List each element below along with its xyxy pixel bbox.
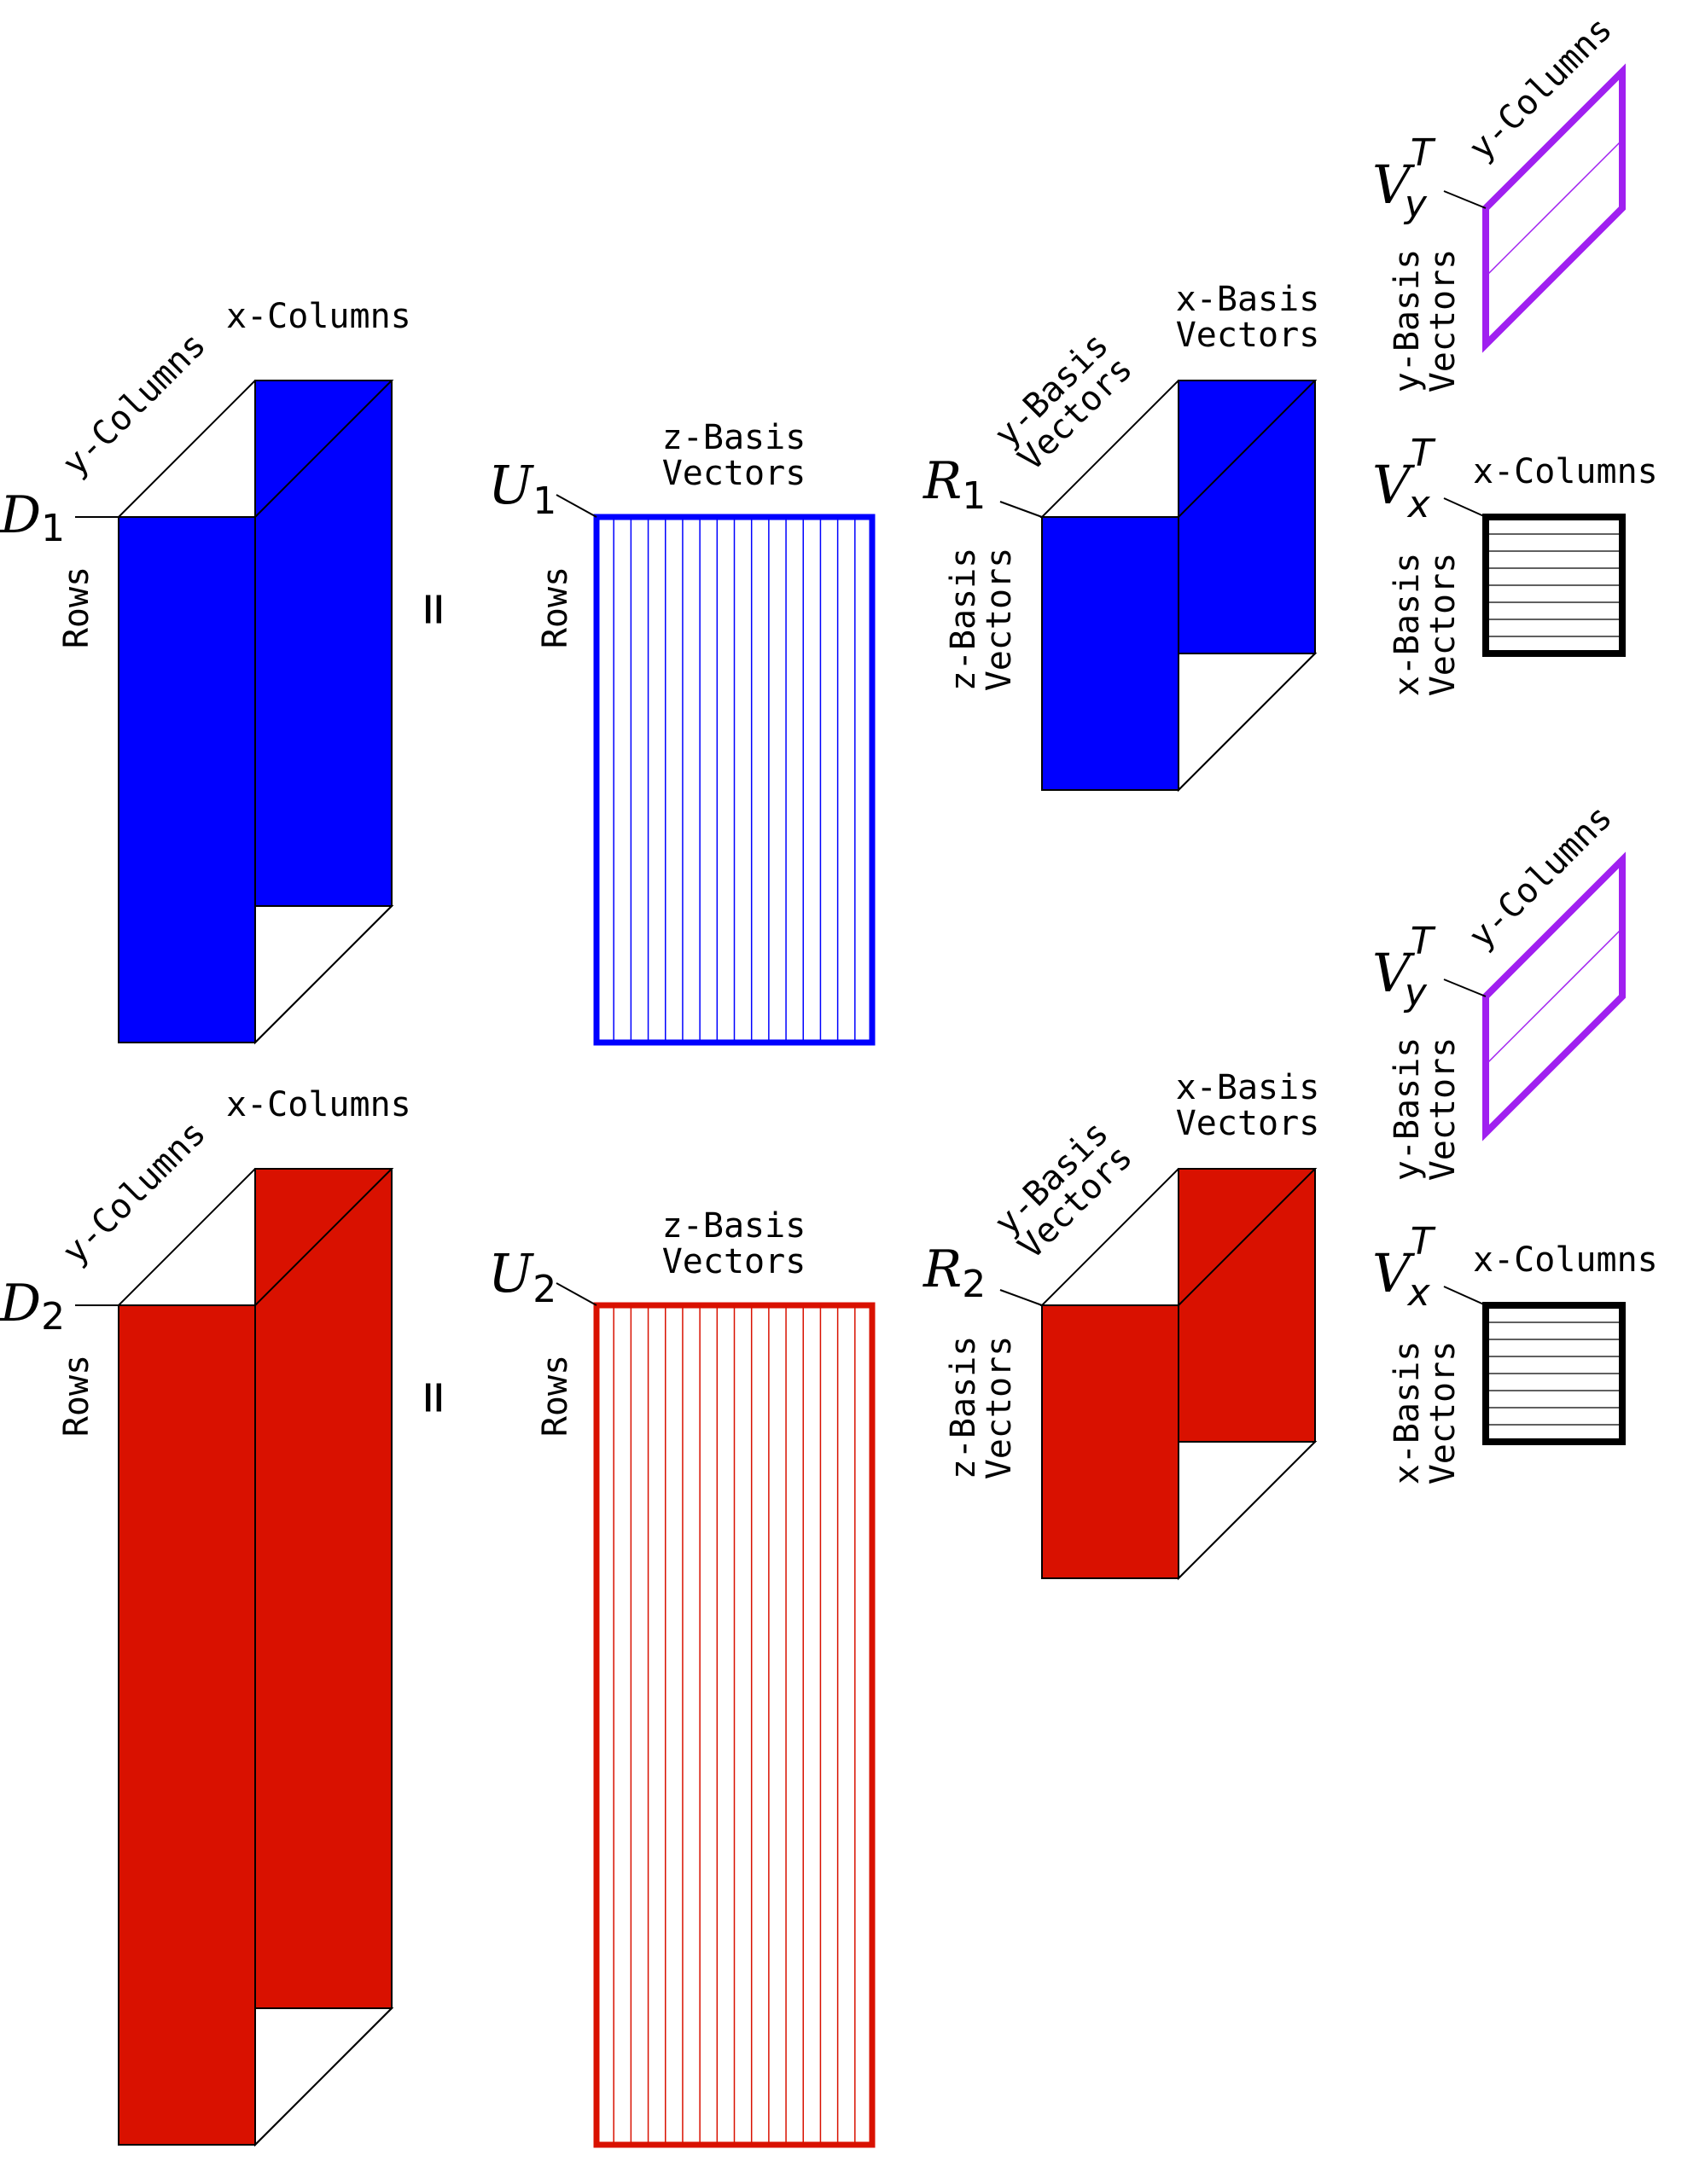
u2-symbol: U2: [488, 1242, 556, 1311]
vyt2-ybasis-label: y-Basis: [1388, 1037, 1427, 1182]
u1-rows-label: Rows: [536, 566, 575, 648]
vyt1-vectors-label: Vectors: [1423, 249, 1463, 393]
d1-rows-label: Rows: [57, 566, 96, 648]
vxt1-xcolumns-label: x-Columns: [1473, 452, 1658, 491]
vyt1-ycolumns-label: y-Columns: [1462, 9, 1621, 168]
matrix-u2: U2 z-Basis Vectors Rows: [488, 1206, 876, 2148]
u1-leader-line: [556, 494, 597, 518]
r1-leader-line: [999, 501, 1043, 518]
vxt2-basis-lines: [1486, 1321, 1622, 1426]
vyt2-frame: [1482, 851, 1626, 1141]
vxt2-vectors-label: Vectors: [1423, 1341, 1463, 1485]
equals-sign-1: =: [401, 593, 464, 626]
tensor-d2: D2 Rows y-Columns x-Columns: [0, 1085, 411, 2147]
decomposition-row-2: D2 Rows y-Columns x-Columns = U2 z-Basis…: [0, 798, 1658, 2148]
vyt2-leader-line: [1443, 979, 1487, 997]
d2-diagonal-bottom-edge: [254, 2007, 393, 2146]
r1-xvectors-label: Vectors: [1176, 316, 1320, 355]
r1-xbasis-label: x-Basis: [1176, 280, 1320, 319]
vyt1-frame: [1482, 63, 1626, 353]
u1-basis-lines: [613, 517, 856, 1043]
vyt1-ybasis-label: y-Basis: [1388, 249, 1427, 393]
r1-diagonal-edge: [1178, 380, 1316, 518]
d2-back-face: [254, 1168, 393, 2009]
d2-diagonal-edge: [254, 1168, 393, 1306]
r1-zbasis-label: z-Basis: [944, 548, 983, 692]
u2-basis-lines: [613, 1305, 856, 2145]
u2-vectors-label: Vectors: [662, 1242, 806, 1281]
r2-front-face: [1041, 1304, 1179, 1579]
u1-vectors-label: Vectors: [662, 454, 806, 493]
d1-symbol: D1: [0, 485, 65, 550]
r2-leader-line: [999, 1289, 1043, 1306]
d1-xcolumns-label: x-Columns: [226, 297, 411, 336]
d2-front-face: [118, 1304, 256, 2146]
r2-xbasis-label: x-Basis: [1176, 1068, 1320, 1107]
r2-symbol: R2: [922, 1240, 986, 1306]
r1-back-face: [1178, 380, 1316, 654]
r1-zvectors-label: Vectors: [980, 548, 1019, 692]
u2-rows-label: Rows: [536, 1355, 575, 1437]
r2-back-face: [1178, 1168, 1316, 1443]
tensor-r1: R1 y-Basis Vectors x-Basis Vectors z-Bas…: [922, 280, 1320, 793]
r1-front-face: [1041, 516, 1179, 791]
vyt1-leader-line: [1443, 190, 1487, 209]
r2-zbasis-label: z-Basis: [944, 1336, 983, 1480]
vxt1-leader-line: [1443, 497, 1487, 518]
vxt2-leader-line: [1443, 1286, 1487, 1306]
d1-diagonal-bottom-edge: [254, 905, 393, 1043]
r2-xvectors-label: Vectors: [1176, 1104, 1320, 1143]
vyt2-vectors-label: Vectors: [1423, 1037, 1463, 1182]
r1-diagonal-bottom-edge: [1178, 653, 1316, 791]
u2-zbasis-label: z-Basis: [662, 1206, 806, 1246]
u1-symbol: U1: [488, 454, 556, 523]
d2-symbol: D2: [0, 1274, 65, 1339]
vyt2-basis-line: [1485, 927, 1623, 1066]
matrix-u1: U1 z-Basis Vectors Rows: [488, 418, 876, 1046]
vyt1-basis-line: [1485, 139, 1623, 277]
u2-leader-line: [556, 1282, 597, 1306]
d2-xcolumns-label: x-Columns: [226, 1085, 411, 1124]
vxt1-xbasis-label: x-Basis: [1388, 553, 1427, 697]
d1-diagonal-edge: [254, 380, 393, 518]
decomposition-row-1: D1 Rows y-Columns x-Columns = U1 z-Basis…: [0, 9, 1658, 1046]
equals-sign-2: =: [401, 1381, 464, 1414]
tensor-r2: R2 y-Basis Vectors x-Basis Vectors z-Bas…: [922, 1068, 1320, 1581]
r2-zvectors-label: Vectors: [980, 1336, 1019, 1480]
u1-zbasis-label: z-Basis: [662, 418, 806, 457]
r1-symbol: R1: [922, 451, 986, 518]
d1-front-face: [118, 516, 256, 1043]
d1-back-face: [254, 380, 393, 907]
d2-rows-label: Rows: [57, 1355, 96, 1437]
tensor-d1: D1 Rows y-Columns x-Columns: [0, 297, 411, 1045]
vxt2-xcolumns-label: x-Columns: [1473, 1240, 1658, 1280]
r2-diagonal-edge: [1178, 1168, 1316, 1306]
vxt1-basis-lines: [1486, 533, 1622, 637]
vyt2-ycolumns-label: y-Columns: [1462, 798, 1621, 956]
vxt2-xbasis-label: x-Basis: [1388, 1341, 1427, 1485]
vxt1-vectors-label: Vectors: [1423, 553, 1463, 697]
r2-diagonal-bottom-edge: [1178, 1441, 1316, 1579]
